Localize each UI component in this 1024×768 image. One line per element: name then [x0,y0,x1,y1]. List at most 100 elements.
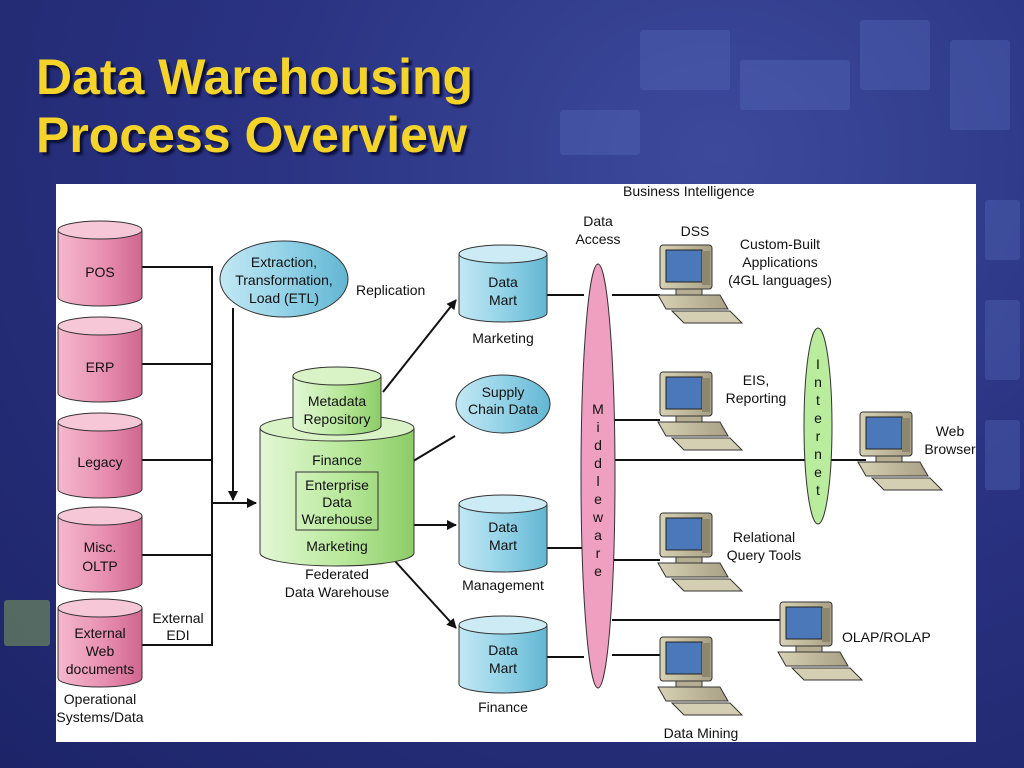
data-access-label: Data [583,213,613,229]
internet-letter: n [814,446,822,462]
middleware-letter: e [594,491,602,507]
edw-label: Warehouse [301,511,372,527]
background-tile [560,110,640,155]
metadata-repository: Metadata Repository [292,366,382,436]
dss-computer-icon [657,244,744,324]
data-mart-label: Data [488,274,518,290]
data-mining-computer-icon [657,636,744,716]
middleware-letter: a [594,527,602,543]
custom-built-label: (4GL languages) [728,272,832,288]
data-mart-label: Data [488,519,518,535]
web-browser-computer-icon [857,411,944,491]
federated-caption: Federated [305,566,369,582]
internet-letter: t [816,482,820,498]
source-label: Misc. [84,539,117,555]
edw-label: Data [322,494,352,510]
source-systems: POS ERP Legacy Misc. OLTP External Web d… [56,220,204,725]
source-label: POS [85,264,115,280]
data-access-label: Access [575,231,620,247]
business-intelligence-label: Business Intelligence [623,184,755,199]
middleware-letter: i [596,419,599,435]
data-mart-management: Data Mart Management [458,494,548,593]
relational-label: Relational [733,529,795,545]
source-label: OLTP [82,558,118,574]
background-tile [985,300,1020,380]
etl-label: Extraction, [251,254,317,270]
diagram-panel: POS ERP Legacy Misc. OLTP External Web d… [56,183,976,742]
background-tile [4,600,50,646]
middleware-letter: r [596,545,601,561]
data-mart-caption: Marketing [472,330,533,346]
slide-title: Data Warehousing Process Overview [36,48,473,164]
etl-label: Load (ETL) [249,290,319,306]
internet-letter: e [814,410,822,426]
olap-computer-icon [777,601,864,681]
data-mart-label: Mart [489,537,517,553]
internet-bar [803,327,833,525]
source-pos: POS [57,220,143,307]
middleware-letter: l [596,473,599,489]
middleware-bar [580,263,616,689]
metadata-label: Repository [304,411,371,427]
middleware-letter: e [594,563,602,579]
custom-built-label: Custom-Built [740,236,820,252]
title-line-1: Data Warehousing [36,49,474,105]
data-mining-label: Data Mining [664,725,739,741]
source-erp: ERP [57,316,143,403]
middleware-letter: d [594,437,602,453]
middleware-letter: M [592,401,604,417]
data-mart-label: Data [488,642,518,658]
operational-caption: Operational [64,691,136,707]
web-browser-label: Web [936,423,965,439]
background-tile [950,40,1010,130]
source-label: External [74,625,125,641]
warehouse-marketing-label: Marketing [306,538,367,554]
source-label: documents [66,661,134,677]
source-label: Web [86,643,115,659]
eis-label: EIS, [743,372,769,388]
title-line-2: Process Overview [36,107,467,163]
source-legacy: Legacy [57,412,143,499]
federated-data-warehouse: Finance Enterprise Data Warehouse Market… [259,414,415,567]
background-tile [860,20,930,90]
background-tile [985,420,1020,490]
etl-process: Extraction, Transformation, Load (ETL) [219,240,349,318]
relational-computer-icon [657,512,744,592]
warehouse-finance-label: Finance [312,452,362,468]
dss-label: DSS [681,223,710,239]
operational-caption: Systems/Data [56,709,143,725]
source-label: Legacy [77,454,122,470]
internet-letter: e [814,464,822,480]
source-label: ERP [86,359,115,375]
web-browser-label: Browser [924,441,976,457]
metadata-label: Metadata [308,393,367,409]
supply-chain-data: Supply Chain Data [455,374,551,434]
background-tile [740,60,850,110]
data-mart-caption: Management [462,577,544,593]
middleware-letter: d [594,455,602,471]
replication-label: Replication [356,282,425,298]
data-mart-finance: Data Mart Finance [458,615,548,715]
federated-caption: Data Warehouse [285,584,390,600]
olap-label: OLAP/ROLAP [842,629,931,645]
internet-letter: r [816,428,821,444]
custom-built-label: Applications [742,254,818,270]
external-edi-label: EDI [166,627,189,643]
edw-box [295,471,379,531]
relational-label: Query Tools [727,547,801,563]
source-misc-oltp: Misc. OLTP [57,506,143,593]
source-external-web: External Web documents [57,598,143,688]
external-edi-label: External [152,610,203,626]
background-tile [985,200,1020,260]
supply-chain-label: Supply [482,384,525,400]
internet-letter: I [816,356,820,372]
data-mart-caption: Finance [478,699,528,715]
supply-chain-label: Chain Data [468,401,538,417]
data-mart-marketing: Data Mart Marketing [458,244,548,346]
data-mart-label: Mart [489,660,517,676]
edw-label: Enterprise [305,477,369,493]
middleware-letter: w [592,509,604,525]
data-mart-label: Mart [489,292,517,308]
